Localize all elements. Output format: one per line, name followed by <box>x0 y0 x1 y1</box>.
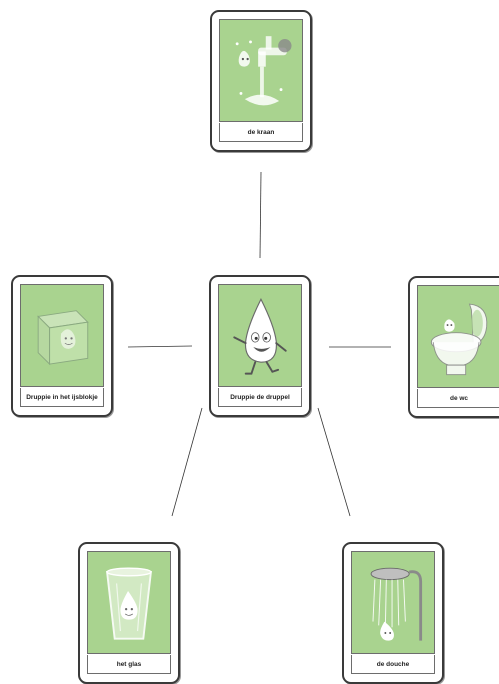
card-image <box>20 284 104 387</box>
connector-bottom-right <box>317 407 351 517</box>
toilet-icon <box>430 303 488 376</box>
card-image <box>218 284 302 387</box>
glass-icon <box>106 567 152 640</box>
connector-bottom-left <box>171 407 203 517</box>
card-image <box>417 285 499 388</box>
card-image <box>351 551 435 654</box>
card-de-kraan[interactable]: de kraan <box>210 10 312 152</box>
card-label: Druppie in het ijsblokje <box>20 388 104 407</box>
card-druppie-de-druppel[interactable]: Druppie de druppel <box>209 275 311 417</box>
card-label: de kraan <box>219 123 303 142</box>
card-label: het glas <box>87 655 171 674</box>
card-label: de douche <box>351 655 435 674</box>
card-image <box>87 551 171 654</box>
tap-icon <box>235 36 292 106</box>
card-druppie-in-het-ijsblokje[interactable]: Druppie in het ijsblokje <box>11 275 113 417</box>
card-label: de wc <box>417 389 499 408</box>
water-drop-character <box>233 297 287 375</box>
card-het-glas[interactable]: het glas <box>78 542 180 684</box>
connector-left <box>127 345 193 348</box>
ice-cube-icon <box>37 310 89 366</box>
card-de-wc[interactable]: de wc <box>408 276 499 418</box>
shower-icon <box>370 567 423 641</box>
card-de-douche[interactable]: de douche <box>342 542 444 684</box>
card-label: Druppie de druppel <box>218 388 302 407</box>
connector-top <box>259 171 262 259</box>
card-image <box>219 19 303 122</box>
